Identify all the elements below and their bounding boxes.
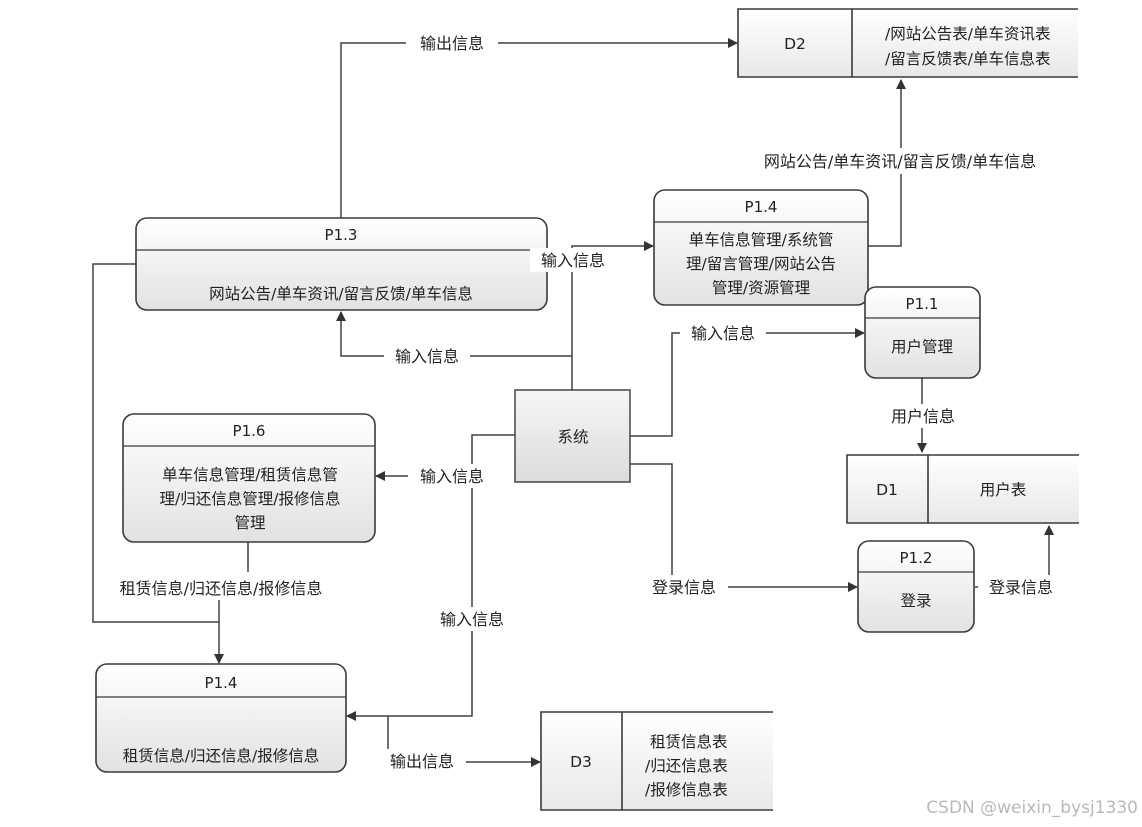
process-p14-top-id: P1.4 bbox=[745, 198, 778, 216]
label-input-to-p13: 输入信息 bbox=[395, 347, 459, 366]
store-d1-text: 用户表 bbox=[980, 481, 1027, 499]
store-d2: D2 /网站公告表/单车资讯表 /留言反馈表/单车信息表 bbox=[737, 8, 1078, 78]
process-p13-text: 网站公告/单车资讯/留言反馈/单车信息 bbox=[209, 285, 473, 303]
label-output-bottom: 输出信息 bbox=[390, 752, 454, 771]
process-p16-line-1: 单车信息管理/租赁信息管 bbox=[162, 466, 338, 484]
store-d3-line-3: /报修信息表 bbox=[645, 781, 728, 799]
process-p11: P1.1 用户管理 bbox=[864, 286, 981, 379]
store-d3-line-1: 租赁信息表 bbox=[650, 733, 728, 751]
label-input-to-p11: 输入信息 bbox=[691, 324, 755, 343]
label-p14-to-d2: 网站公告/单车资讯/留言反馈/单车信息 bbox=[764, 152, 1036, 171]
label-input-to-p14: 输入信息 bbox=[541, 251, 605, 270]
process-p14-top-line-1: 单车信息管理/系统管 bbox=[689, 231, 834, 249]
process-p12-text: 登录 bbox=[900, 592, 931, 610]
flow-system-to-p11 bbox=[630, 328, 865, 437]
flow-system-to-p12 bbox=[630, 463, 858, 592]
store-d1-id: D1 bbox=[876, 481, 898, 499]
process-p14-top-line-2: 理/留言管理/网站公告 bbox=[686, 255, 836, 273]
process-p16-line-2: 理/归还信息管理/报修信息 bbox=[160, 490, 341, 508]
store-d3-id: D3 bbox=[570, 753, 592, 771]
store-d2-line-1: /网站公告表/单车资讯表 bbox=[885, 25, 1050, 43]
label-user-info: 用户信息 bbox=[891, 407, 955, 426]
label-input-to-p14b: 输入信息 bbox=[440, 610, 504, 629]
process-p14-top: P1.4 单车信息管理/系统管 理/留言管理/网站公告 管理/资源管理 bbox=[653, 189, 869, 306]
process-p12: P1.2 登录 bbox=[857, 540, 975, 633]
process-p11-text: 用户管理 bbox=[891, 338, 953, 356]
label-login-to-d1: 登录信息 bbox=[989, 578, 1053, 597]
store-d3: D3 租赁信息表 /归还信息表 /报修信息表 bbox=[540, 711, 773, 811]
process-p16-line-3: 管理 bbox=[234, 514, 265, 532]
process-p14-bottom: P1.4 租赁信息/归还信息/报修信息 bbox=[95, 663, 347, 773]
label-rental-info: 租赁信息/归还信息/报修信息 bbox=[120, 579, 323, 598]
flow-p13-to-d2 bbox=[340, 38, 738, 218]
flow-system-to-p14 bbox=[571, 241, 654, 390]
process-p13-id: P1.3 bbox=[325, 226, 358, 244]
flow-p13-to-p14b bbox=[92, 263, 219, 623]
flow-p14-to-d2 bbox=[868, 79, 906, 247]
system-label: 系统 bbox=[557, 428, 588, 446]
process-p12-id: P1.2 bbox=[900, 549, 933, 567]
store-d3-line-2: /归还信息表 bbox=[645, 757, 728, 775]
process-p14-top-line-3: 管理/资源管理 bbox=[712, 279, 810, 297]
label-login-info: 登录信息 bbox=[652, 578, 716, 597]
store-d2-id: D2 bbox=[784, 35, 806, 53]
process-p14-bottom-id: P1.4 bbox=[205, 674, 238, 692]
system-entity: 系统 bbox=[514, 389, 631, 483]
process-p14-bottom-text: 租赁信息/归还信息/报修信息 bbox=[123, 747, 319, 765]
watermark: CSDN @weixin_bysj1330 bbox=[926, 798, 1138, 818]
process-p11-id: P1.1 bbox=[906, 295, 939, 313]
process-p13: P1.3 网站公告/单车资讯/留言反馈/单车信息 bbox=[135, 217, 548, 311]
process-p16: P1.6 单车信息管理/租赁信息管 理/归还信息管理/报修信息 管理 bbox=[122, 413, 376, 543]
store-d2-line-2: /留言反馈表/单车信息表 bbox=[885, 50, 1050, 68]
store-d1: D1 用户表 bbox=[846, 454, 1079, 524]
process-p16-id: P1.6 bbox=[233, 422, 266, 440]
label-output-top: 输出信息 bbox=[420, 34, 484, 53]
label-input-to-p16: 输入信息 bbox=[420, 467, 484, 486]
flow-system-to-p13 bbox=[336, 311, 572, 357]
